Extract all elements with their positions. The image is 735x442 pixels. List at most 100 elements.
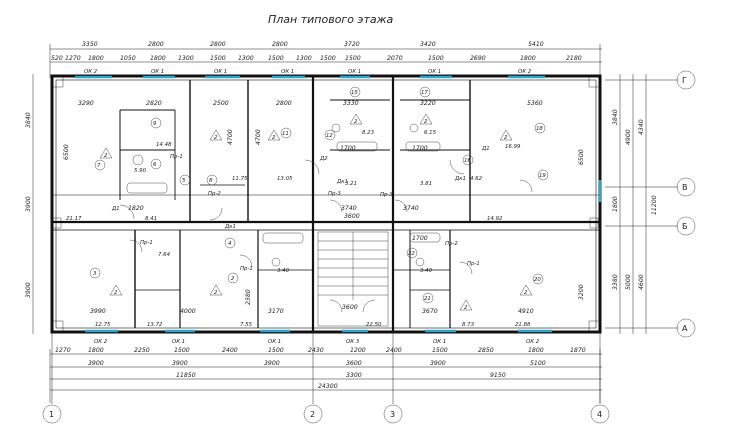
building-walls (50, 74, 602, 334)
dim-text: 1800 (528, 347, 544, 354)
room-number: 8 (209, 178, 213, 184)
dim-text: 1500 (320, 55, 336, 62)
right-dims: 3840 4900 1800 5000 4600 4340 11200 3380 (612, 109, 658, 290)
top-dims-row2: 520 1270 1800 1050 1800 1300 1500 1300 1… (51, 55, 582, 62)
left-dims: 3840 3900 3900 (25, 112, 32, 298)
dim-text: 3900 (25, 196, 32, 212)
room-dim: 3220 (420, 100, 436, 107)
axis-label-1: 1 (49, 410, 54, 419)
dim-text: 4340 (638, 119, 645, 135)
room-dim: 3740 (341, 205, 357, 212)
dim-text: 3380 (612, 274, 619, 290)
dim-text: 4600 (638, 274, 645, 290)
room-dim: 1700 (412, 145, 428, 152)
area-label: 3.81 (420, 181, 432, 187)
dim-text: 3350 (82, 41, 98, 48)
room-dim: 2820 (146, 100, 162, 107)
room-dim: 3290 (78, 100, 94, 107)
room-dim: 4700 (227, 129, 234, 145)
category-label: 2 (464, 305, 468, 311)
room-dimensions: 3290 2820 2500 2800 3330 3220 5360 1820 … (63, 100, 585, 315)
area-label: 13.05 (277, 176, 293, 182)
bottom-dims-row3: 11850 3300 9150 (176, 372, 506, 379)
window-label: ОК 1 (428, 69, 441, 75)
category-label: 2 (504, 135, 508, 141)
dim-text: 2070 (387, 55, 403, 62)
area-labels: 14.48 5.90 11.75 13.05 8.23 6.15 16.99 2… (66, 130, 531, 328)
window-label: ОК 2 (526, 339, 540, 345)
room-number: 11 (282, 131, 289, 137)
category-label: 2 (272, 135, 276, 141)
dim-text: 5410 (528, 41, 544, 48)
area-label: 3.21 (345, 181, 357, 187)
dim-text: 5100 (530, 360, 546, 367)
area-label: 8.23 (362, 130, 375, 136)
dim-text: 3900 (25, 282, 32, 298)
window-label: ОК 1 (172, 339, 185, 345)
room-number: 21 (424, 296, 431, 302)
room-dim: 2380 (245, 289, 252, 305)
door-label: Пр-1 (170, 154, 183, 160)
dim-text: 1800 (88, 55, 104, 62)
door-label: Дк1 (224, 224, 236, 230)
room-number: 12 (326, 133, 333, 139)
room-number: 4 (228, 241, 232, 247)
dim-text: 5000 (625, 274, 632, 290)
area-label: 3.40 (277, 268, 290, 274)
window-label: ОК 1 (433, 339, 446, 345)
dim-text: 3420 (420, 41, 436, 48)
dim-text: 3300 (346, 372, 362, 379)
dim-text: 2800 (272, 41, 288, 48)
window-label: ОК 2 (94, 339, 108, 345)
room-dim: 3200 (578, 284, 585, 300)
axis-letter-bubbles: Г В Б А (676, 70, 696, 338)
window-label: ОК 1 (151, 69, 164, 75)
room-numbers: 7 9 6 5 8 11 12 15 17 16 18 19 3 4 2 22 … (93, 90, 546, 302)
axis-label-2: 2 (310, 410, 315, 419)
door-label: Д1 (111, 206, 120, 212)
category-label: 2 (354, 119, 358, 125)
dim-text: 1500 (268, 55, 284, 62)
top-dims-row1: 3350 2800 2800 2800 3720 3420 5410 (82, 41, 544, 48)
dim-text: 1800 (612, 196, 619, 212)
area-label: 11.75 (232, 176, 248, 182)
room-dim: 3670 (422, 308, 438, 315)
dim-text: 1500 (210, 55, 226, 62)
room-number: 18 (536, 126, 543, 132)
door-label: Д1 (481, 146, 490, 152)
room-dim: 3600 (344, 213, 360, 220)
room-dim: 6500 (578, 149, 585, 165)
window-label: ОК 2 (518, 69, 532, 75)
dim-text: 3840 (612, 109, 619, 125)
category-label: 2 (214, 290, 218, 296)
dim-text: 2430 (308, 347, 324, 354)
room-number: 6 (153, 162, 157, 168)
room-dim: 1700 (412, 235, 428, 242)
dim-text: 9150 (490, 372, 506, 379)
dim-text: 2180 (566, 55, 582, 62)
room-dim: 4000 (180, 308, 196, 315)
room-dim: 1820 (128, 205, 144, 212)
area-label: 3.40 (420, 268, 433, 274)
dim-text: 1500 (345, 55, 361, 62)
room-dim: 4700 (255, 129, 262, 145)
dim-text: 1870 (570, 347, 586, 354)
room-dim: 3600 (342, 304, 358, 311)
dim-text: 11200 (651, 195, 658, 215)
room-number: 22 (408, 251, 415, 257)
dim-text: 2850 (478, 347, 494, 354)
dim-text: 2400 (222, 347, 238, 354)
door-label: Д2 (319, 156, 328, 162)
area-label: 8.73 (462, 322, 475, 328)
dim-text: 1800 (520, 55, 536, 62)
door-label: Пр-2 (445, 241, 458, 247)
axis-label-v: В (682, 183, 688, 192)
category-label: 2 (524, 290, 528, 296)
plan-title: План типового этажа (268, 13, 394, 26)
dim-text: 1300 (178, 55, 194, 62)
dim-text: 1200 (350, 347, 366, 354)
bottom-total-dim: 24300 (318, 383, 338, 390)
room-number: 16 (464, 158, 471, 164)
area-label: 7.64 (158, 252, 171, 258)
room-number: 17 (421, 90, 428, 96)
